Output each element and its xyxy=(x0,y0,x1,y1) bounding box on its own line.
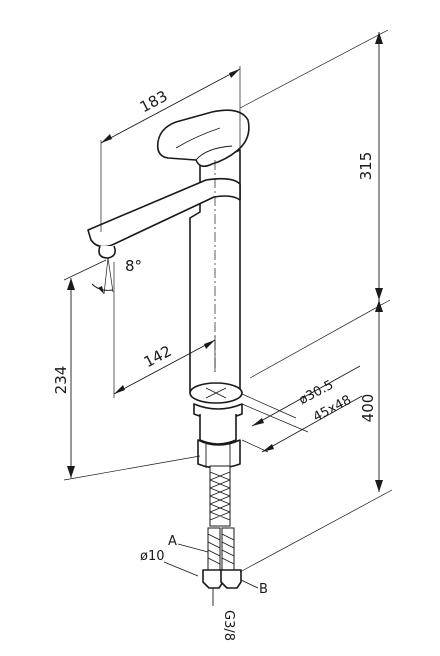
hose-label-thread: G3/8 xyxy=(221,610,236,641)
dimension-spout-height: 234 xyxy=(52,259,201,481)
supply-hose xyxy=(202,465,242,606)
hose-annotations: A ø10 B G3/8 xyxy=(140,534,268,641)
hose-label-diameter: ø10 xyxy=(140,549,165,564)
dimension-base-diameter: ø30.5 45x48 xyxy=(241,365,363,453)
dimension-spout-angle: 8° xyxy=(91,257,142,295)
hose-label-b: B xyxy=(259,582,268,597)
dimension-body-height: 315 xyxy=(239,29,391,379)
dimension-label-angle: 8° xyxy=(125,257,142,275)
dimension-label-400: 400 xyxy=(359,394,377,423)
dimension-label-315: 315 xyxy=(357,152,375,181)
hose-label-a: A xyxy=(168,534,177,549)
dimension-total-height: 400 xyxy=(239,300,393,573)
dimension-label-183: 183 xyxy=(137,87,171,116)
faucet-body xyxy=(87,109,250,469)
dimension-label-234: 234 xyxy=(52,366,70,395)
dimension-label-142: 142 xyxy=(141,342,175,371)
